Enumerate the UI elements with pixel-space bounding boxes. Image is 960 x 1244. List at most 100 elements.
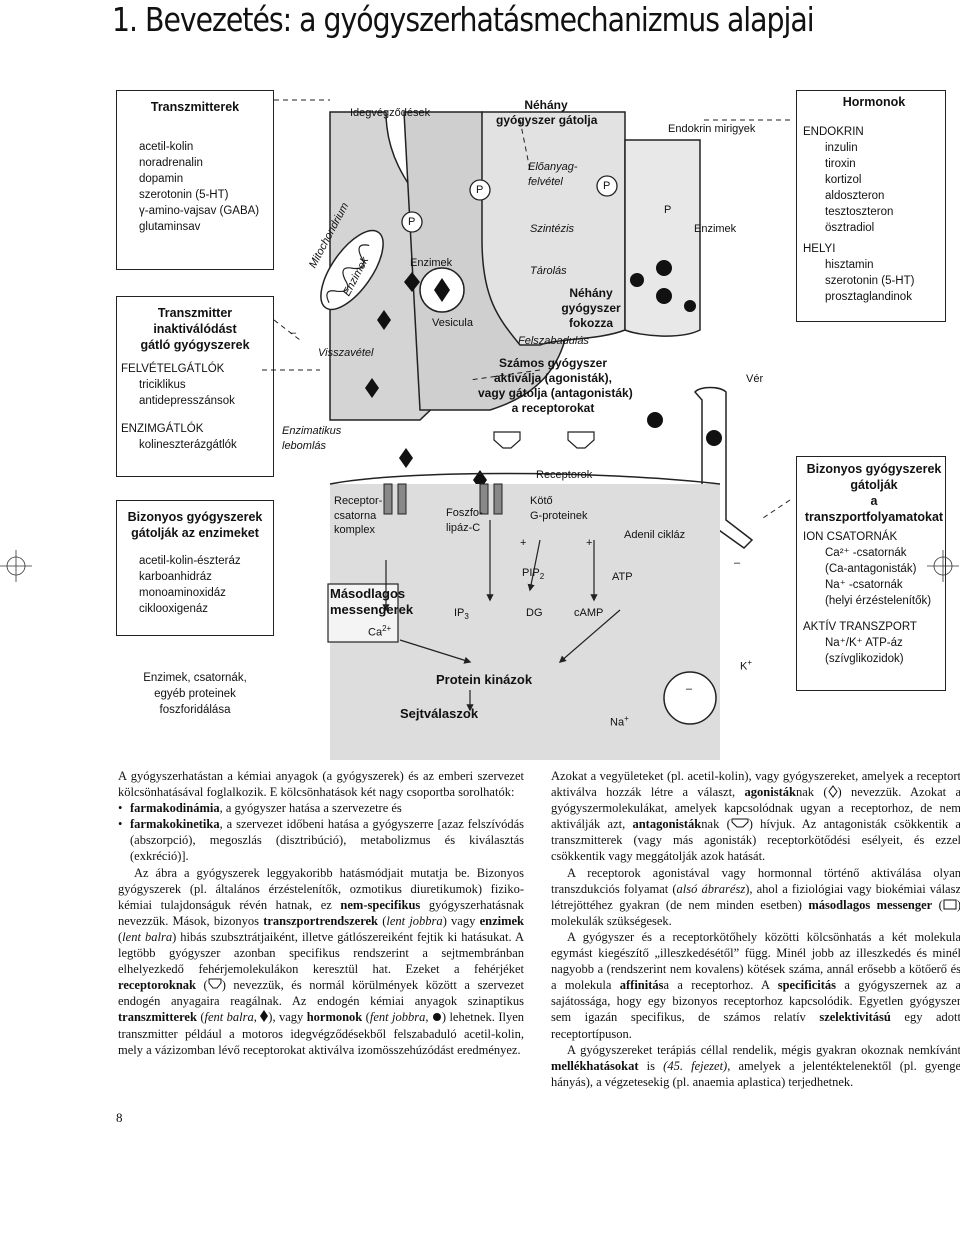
paragraph: A receptorok agonistával vagy hormonnal … — [551, 865, 960, 928]
receptor-channel — [383, 483, 503, 515]
label-line: lebomlás — [282, 439, 327, 452]
transmitter-diamond — [365, 378, 379, 398]
label-superscript: + — [624, 714, 629, 723]
enzyme-inhibitors-title: ENZIMGÁTLÓK — [121, 423, 204, 435]
label-p: P — [408, 216, 416, 228]
transmitters-title: Transzmitterek — [150, 100, 240, 114]
inactivation-title-line: inaktiválódást — [153, 322, 237, 336]
page-title: 1. Bevezetés: a gyógyszerhatásmechanizmu… — [112, 0, 815, 39]
label-plus: + — [586, 537, 593, 549]
label-p: P — [476, 184, 484, 196]
postsynaptic-cell — [329, 472, 721, 485]
enzyme-box-title-line: Bizonyos gyógyszerek — [127, 510, 263, 524]
page-number: 8 — [116, 1110, 123, 1125]
label-text: Na — [610, 716, 625, 729]
label-line: komplex — [334, 524, 375, 536]
label-phospholipase: Foszfo- lipáz-C — [446, 506, 483, 535]
label-p: P — [664, 204, 672, 216]
reuptake-title: FELVÉTELGÁTLÓK — [121, 363, 225, 375]
transmitters-box: Transzmitterek acetil-kolin noradrenalin… — [116, 90, 274, 270]
label-line: G-proteinek — [530, 509, 588, 522]
label-line: Kötő — [530, 495, 553, 507]
paragraph: Az ábra a gyógyszerek leggyakoribb hatás… — [118, 865, 525, 1057]
label-some-drugs-inhibit: Néhány gyógyszer gátolja — [496, 98, 598, 128]
label-line: csatorna — [334, 509, 377, 522]
transport-box: Bizonyos gyógyszerek gátolják a transzpo… — [796, 456, 946, 691]
label-text: Ca — [368, 626, 383, 639]
mechanism-diagram — [0, 99, 959, 760]
list-item: tesztoszteron — [825, 206, 894, 218]
phospho-line: Enzimek, csatornák, — [143, 672, 247, 684]
label-superscript: 2+ — [382, 624, 392, 633]
label-text: PIP — [522, 567, 540, 579]
label-line: Másodlagos — [330, 586, 406, 601]
label-vesicula: Vesicula — [432, 317, 473, 329]
label-atp: ATP — [612, 571, 633, 583]
label-line: a receptorokat — [511, 401, 595, 415]
label-p: P — [603, 180, 611, 192]
list-item: ösztradiol — [825, 222, 875, 234]
membrane-pump — [663, 671, 717, 725]
list-item: glutaminsav — [139, 221, 201, 233]
registration-mark — [927, 550, 959, 582]
bullet-list: farmakodinámia, a gyógyszer hatása a sze… — [118, 800, 524, 864]
label-line: Receptor- — [334, 495, 383, 507]
label-line: Néhány — [569, 286, 613, 300]
inactivation-title-line: gátló gyógyszerek — [140, 338, 250, 352]
bullet-item: farmakokinetika, a szervezet időbeni hat… — [118, 816, 524, 864]
label-line: messengerek — [330, 602, 414, 617]
label-blood: Vér — [746, 373, 764, 385]
dot-icon — [432, 1010, 442, 1024]
label-endocrine-glands: Endokrin mirigyek — [668, 123, 756, 135]
list-item: triciklikus — [139, 379, 186, 391]
list-item: karboanhidráz — [139, 571, 212, 583]
list-item: hisztamin — [825, 259, 874, 271]
endocrine-gland — [624, 139, 701, 337]
list-item: monoaminoxidáz — [139, 587, 226, 599]
mitochondrion — [320, 229, 384, 311]
label-plus: + — [520, 537, 527, 549]
label-cell-responses: Sejtválaszok — [400, 706, 479, 721]
list-item: Na⁺ -csatornák — [825, 579, 903, 591]
rec-icon — [208, 978, 222, 992]
label-subscript: 3 — [464, 612, 469, 622]
label-line: Előanyag- — [528, 161, 578, 173]
list-item: szerotonin (5-HT) — [825, 275, 915, 287]
dia-icon — [260, 1010, 269, 1024]
label-ca: Ca2+ — [368, 622, 391, 640]
local-title: HELYI — [803, 243, 836, 255]
hormones-box: Hormonok ENDOKRIN inzulin tiroxin kortiz… — [796, 90, 946, 322]
label-line: Néhány — [524, 98, 568, 112]
label-line: Számos gyógyszer — [498, 356, 608, 370]
paragraph: A gyógyszereket terápiás céllal rendelik… — [551, 1042, 960, 1089]
label-enzymatic-breakdown: Enzimatikus lebomlás — [282, 424, 341, 453]
label-line: gyógyszer gátolja — [496, 113, 598, 127]
body-text-right-column: Azokat a vegyületeket (pl. acetil-kolin)… — [551, 768, 960, 1090]
active-transport-title: AKTÍV TRANSZPORT — [803, 621, 917, 633]
inactivation-title-line: Transzmitter — [157, 306, 233, 320]
label-line: Foszfo- — [446, 507, 483, 519]
label-protein-kinases: Protein kinázok — [436, 672, 533, 687]
list-item: dopamin — [139, 173, 184, 185]
enzyme-inhibition-box: Bizonyos gyógyszerek gátolják az enzimek… — [116, 500, 274, 636]
registration-mark — [0, 550, 32, 582]
label-reuptake: Visszavétel — [318, 347, 374, 359]
label-line: Enzimatikus — [282, 425, 342, 437]
box-icon — [943, 898, 957, 912]
phospho-line: foszforidálása — [159, 704, 231, 716]
label-many-drugs: Számos gyógyszer aktiválja (agonisták), … — [478, 356, 633, 416]
list-item: acetil-kolin — [139, 141, 194, 153]
hormones-title: Hormonok — [842, 95, 906, 109]
list-item: inzulin — [825, 142, 858, 154]
phosphorylation-label: Enzimek, csatornák, egyéb proteinek fosz… — [120, 670, 270, 718]
label-minus: – — [290, 327, 297, 339]
label-precursor-uptake: Előanyag- felvétel — [528, 160, 578, 189]
transmitters-list: acetil-kolin noradrenalin dopamin szerot… — [117, 139, 273, 235]
label-text: IP — [454, 607, 465, 619]
paragraph: A gyógyszer és a receptorkötőhely között… — [551, 929, 960, 1041]
list-item: (Ca-antagonisták) — [825, 563, 917, 575]
label-line: aktiválja (agonisták), — [493, 371, 613, 385]
label-second-messengers: Másodlagos messengerek — [330, 586, 413, 618]
paragraph: Azokat a vegyületeket (pl. acetil-kolin)… — [551, 769, 960, 864]
transport-title-line: Bizonyos gyógyszerek — [806, 462, 942, 476]
